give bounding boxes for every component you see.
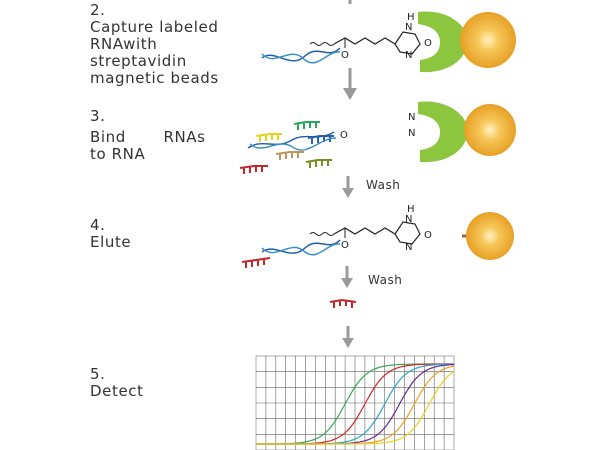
biotin-chain xyxy=(333,37,396,45)
streptavidin xyxy=(418,11,468,73)
wash-label-1: Wash xyxy=(366,178,400,192)
arrow-4-eluted xyxy=(341,266,353,288)
step-5-number: 5. xyxy=(90,365,106,383)
magnetic-bead-4 xyxy=(466,212,514,260)
step-3-line-2: to RNA xyxy=(90,145,146,163)
rna-strand-complement xyxy=(261,51,341,64)
biotin-ring xyxy=(394,31,421,55)
h-label-top: H xyxy=(407,12,415,23)
rna-strand-4b xyxy=(261,243,341,256)
mirna-tan xyxy=(275,151,304,160)
n-label-3b: N xyxy=(408,128,415,139)
o-label-ring: O xyxy=(424,38,432,49)
step-4-graphic: O H N N O xyxy=(241,204,514,268)
squiggle-linker xyxy=(309,42,335,46)
o-label-4: O xyxy=(341,240,349,251)
mirna-red xyxy=(239,165,268,174)
n-label-top: N xyxy=(405,22,412,33)
n-label-bottom: N xyxy=(405,50,412,61)
mirna-red-bound xyxy=(241,257,271,268)
biotin-chain-4 xyxy=(333,227,396,235)
mirna-yellow xyxy=(255,133,282,142)
h-label-4: H xyxy=(407,204,415,215)
arrow-3-4 xyxy=(342,176,354,198)
step-2-number: 2. xyxy=(90,1,106,19)
step-2-text: 2. Capture labeled RNAwith streptavidin … xyxy=(90,2,219,87)
biotin-ring-4 xyxy=(394,221,421,245)
n-label-4a: N xyxy=(405,214,412,225)
rna-strand-3 xyxy=(247,131,335,149)
step-5-line-1: Detect xyxy=(90,382,144,400)
magnetic-bead xyxy=(460,12,516,68)
step-3-graphic: O N N xyxy=(239,101,516,174)
rna-strand-4 xyxy=(261,239,341,254)
step-2-line-3: streptavidin xyxy=(90,52,187,70)
step-3-text: 3. Bind RNAs to RNA xyxy=(90,108,206,163)
squiggle-linker-4 xyxy=(309,232,335,236)
arrow-2-3 xyxy=(343,68,357,100)
step-4-number: 4. xyxy=(90,216,106,234)
rna-strand-3b xyxy=(249,137,337,151)
step-4-line-1: Elute xyxy=(90,233,132,251)
step-2-line-4: magnetic beads xyxy=(90,69,219,87)
step-2-graphic: O H N N O xyxy=(261,11,516,73)
mirna-green xyxy=(293,121,320,130)
o-label: O xyxy=(341,50,349,61)
o-label-ring-4: O xyxy=(424,230,432,241)
arrow-to-detect xyxy=(342,326,354,348)
step-3-line-1: Bind RNAs xyxy=(90,128,206,146)
n-label-3a: N xyxy=(408,112,415,123)
n-label-4b: N xyxy=(405,242,412,253)
step-4-text: 4. Elute xyxy=(90,217,131,251)
amplification-chart xyxy=(255,355,455,450)
rna-strand xyxy=(261,47,341,62)
eluted-mirna xyxy=(329,298,357,308)
o-label-3: O xyxy=(340,130,348,141)
step-3-number: 3. xyxy=(90,107,106,125)
mirna-olive xyxy=(305,159,332,168)
magnetic-bead-3 xyxy=(464,104,516,156)
step-2-line-1: Capture labeled xyxy=(90,18,219,36)
wash-label-2: Wash xyxy=(368,273,402,287)
step-2-line-2: RNAwith xyxy=(90,35,158,53)
streptavidin-3 xyxy=(418,101,468,163)
step-5-text: 5. Detect xyxy=(90,366,144,400)
chart-series-line-6 xyxy=(256,371,455,445)
